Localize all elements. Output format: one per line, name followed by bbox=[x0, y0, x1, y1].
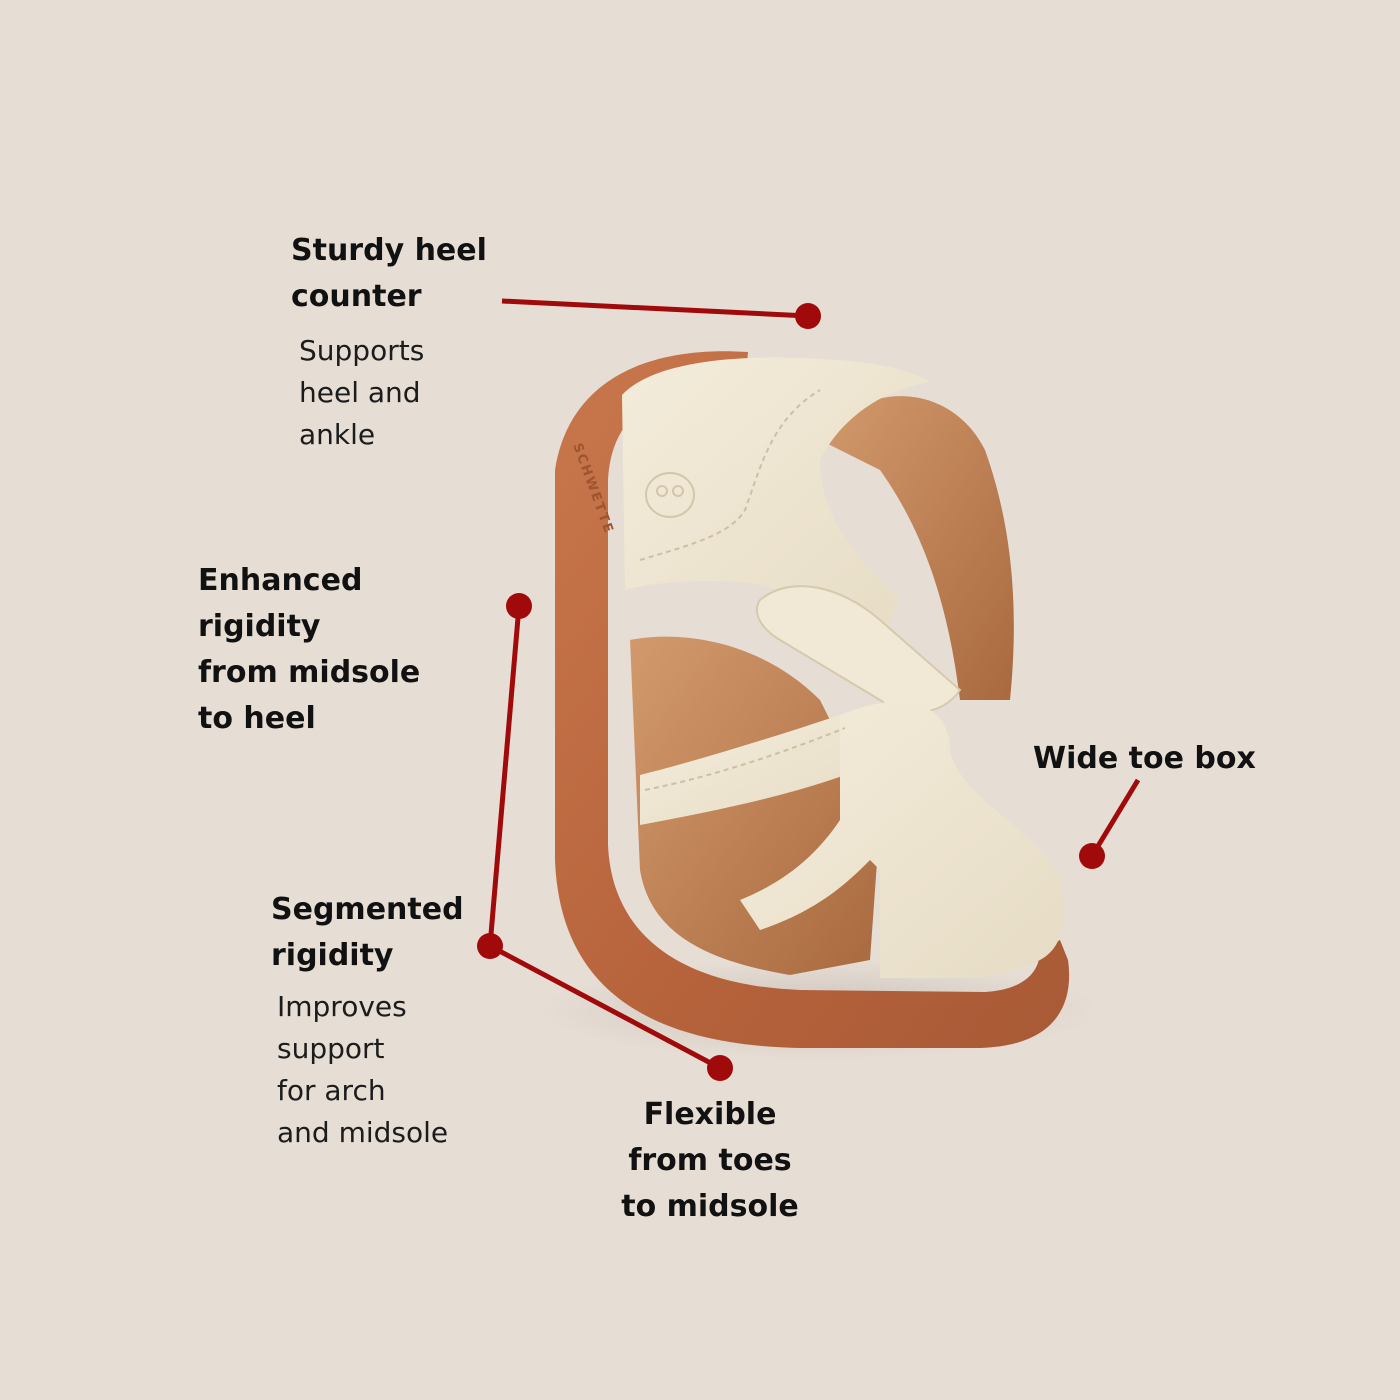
callout-dot-midsole bbox=[506, 593, 532, 619]
flexible-title: Flexible from toes to midsole bbox=[610, 1092, 810, 1230]
midsole-heel-title: Enhanced rigidity from midsole to heel bbox=[198, 558, 420, 742]
flexible-title-line-2: from toes bbox=[628, 1143, 792, 1178]
segmented-desc-line-1: Improves bbox=[277, 990, 407, 1023]
brand-logo-mark bbox=[645, 472, 695, 518]
callout-dot-flexible bbox=[707, 1055, 733, 1081]
callout-segmented bbox=[477, 933, 733, 1081]
segmented-desc-line-4: and midsole bbox=[277, 1116, 449, 1149]
stitching-strap bbox=[644, 727, 846, 791]
segmented-desc-line-2: support bbox=[277, 1032, 385, 1065]
segmented-desc-line-3: for arch bbox=[277, 1074, 386, 1107]
heel-counter-desc-line-2: heel and bbox=[299, 376, 421, 409]
callout-dot-segmented bbox=[477, 933, 503, 959]
midsole-heel-title-line-2: rigidity bbox=[198, 609, 321, 644]
heel-counter-leather bbox=[622, 357, 930, 640]
toe-box-title: Wide toe box bbox=[1033, 736, 1256, 782]
midsole-heel-title-line-3: from midsole bbox=[198, 655, 421, 690]
heel-counter-title-line-2: counter bbox=[291, 279, 422, 314]
callout-midsole-heel bbox=[487, 593, 532, 947]
velcro-strap bbox=[755, 585, 962, 713]
heel-counter-desc-line-3: ankle bbox=[299, 418, 376, 451]
mid-strap bbox=[640, 715, 880, 825]
midsole-heel-title-line-1: Enhanced bbox=[198, 563, 363, 598]
flexible-title-line-3: to midsole bbox=[621, 1189, 799, 1224]
heel-collar-opening bbox=[820, 396, 1014, 700]
callout-heel-counter bbox=[501, 298, 821, 329]
stitching bbox=[639, 389, 821, 561]
callout-dot-heel bbox=[795, 303, 821, 329]
heel-counter-title: Sturdy heel counter bbox=[291, 228, 487, 320]
flexible-title-line-1: Flexible bbox=[643, 1097, 777, 1132]
toe-box-title-line-1: Wide toe box bbox=[1033, 741, 1256, 776]
heel-counter-description: Supports heel and ankle bbox=[299, 330, 424, 456]
segmented-title-line-2: rigidity bbox=[271, 938, 394, 973]
segmented-title: Segmented rigidity bbox=[271, 887, 464, 979]
segmented-description: Improves support for arch and midsole bbox=[277, 986, 448, 1154]
callout-toe-box bbox=[1079, 778, 1141, 869]
toe-cap bbox=[740, 701, 1065, 978]
midsole-heel-title-line-4: to heel bbox=[198, 701, 316, 736]
heel-counter-title-line-1: Sturdy heel bbox=[291, 233, 487, 268]
callout-dot-toe bbox=[1079, 843, 1105, 869]
outsole bbox=[555, 351, 1070, 1048]
segmented-title-line-1: Segmented bbox=[271, 892, 464, 927]
heel-counter-desc-line-1: Supports bbox=[299, 334, 425, 367]
